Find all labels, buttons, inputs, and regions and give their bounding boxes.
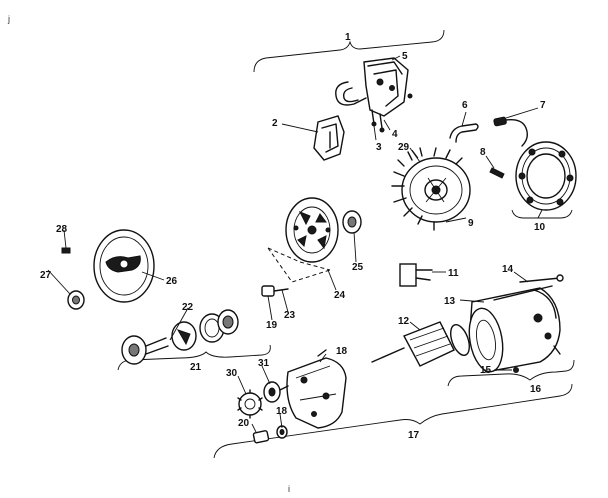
callout-8: 8	[480, 147, 486, 158]
part-26-cup	[93, 229, 155, 303]
callout-25: 25	[352, 262, 364, 273]
stray-mark-bottom: i	[288, 484, 290, 494]
callout-10: 10	[534, 222, 546, 233]
callout-16: 16	[530, 384, 542, 395]
callout-18-housing: 18	[336, 346, 348, 357]
callout-2: 2	[272, 118, 278, 129]
callout-18-washer: 18	[276, 406, 288, 417]
callout-19: 19	[266, 320, 278, 331]
part-11-switch	[399, 263, 433, 287]
part-14-starter-housing	[468, 274, 564, 373]
part-8-screw	[489, 167, 505, 179]
callout-23: 23	[284, 310, 296, 321]
callout-14: 14	[502, 264, 514, 275]
callout-21: 21	[190, 362, 202, 373]
callout-3: 3	[376, 142, 382, 153]
part-10-stator	[515, 141, 577, 211]
part-20-bolt	[252, 425, 288, 444]
callout-11: 11	[448, 268, 459, 279]
callout-27: 27	[40, 270, 52, 281]
callout-4: 4	[392, 129, 398, 140]
part-30-gear	[237, 389, 263, 419]
callout-31: 31	[258, 358, 270, 369]
part-29-flywheel	[391, 147, 471, 231]
part-21-clutch-stack	[121, 309, 239, 365]
callout-29: 29	[398, 142, 410, 153]
part-2-bracket	[313, 115, 345, 161]
part-7-lead-wire	[493, 116, 529, 147]
part-19-bolt	[261, 285, 289, 297]
part-27-nut	[67, 290, 85, 310]
bracket-17	[213, 383, 573, 459]
bracket-10	[511, 209, 573, 219]
callout-30: 30	[226, 368, 238, 379]
callout-22: 22	[182, 302, 194, 313]
callout-28: 28	[56, 224, 68, 235]
stray-mark-top-left: j	[7, 14, 10, 24]
part-12-armature	[371, 321, 470, 367]
callout-labels: 1 2 3 4 5 6 7 8 9 10 11 12 13 14 15 16 1…	[40, 32, 546, 441]
part-6-clip	[449, 123, 479, 143]
callout-26: 26	[166, 276, 178, 287]
callout-20: 20	[238, 418, 250, 429]
part-24-drive-plate	[285, 197, 339, 263]
part-31-pinion	[263, 381, 289, 403]
callout-9: 9	[468, 218, 474, 229]
callout-5: 5	[402, 51, 408, 62]
part-5-assembly	[335, 57, 413, 133]
callout-15: 15	[480, 365, 492, 376]
callout-1: 1	[345, 32, 351, 43]
callout-12: 12	[398, 316, 410, 327]
callout-24: 24	[334, 290, 346, 301]
leader-lines	[47, 55, 543, 433]
callout-6: 6	[462, 100, 468, 111]
callout-17: 17	[408, 430, 420, 441]
callout-13: 13	[444, 296, 456, 307]
part-25-nut	[342, 210, 362, 234]
part-18-end-housing	[286, 349, 347, 429]
callout-7: 7	[540, 100, 546, 111]
part-28-screw	[61, 247, 71, 254]
bracket-16	[447, 359, 575, 387]
bracket-1	[253, 29, 445, 73]
